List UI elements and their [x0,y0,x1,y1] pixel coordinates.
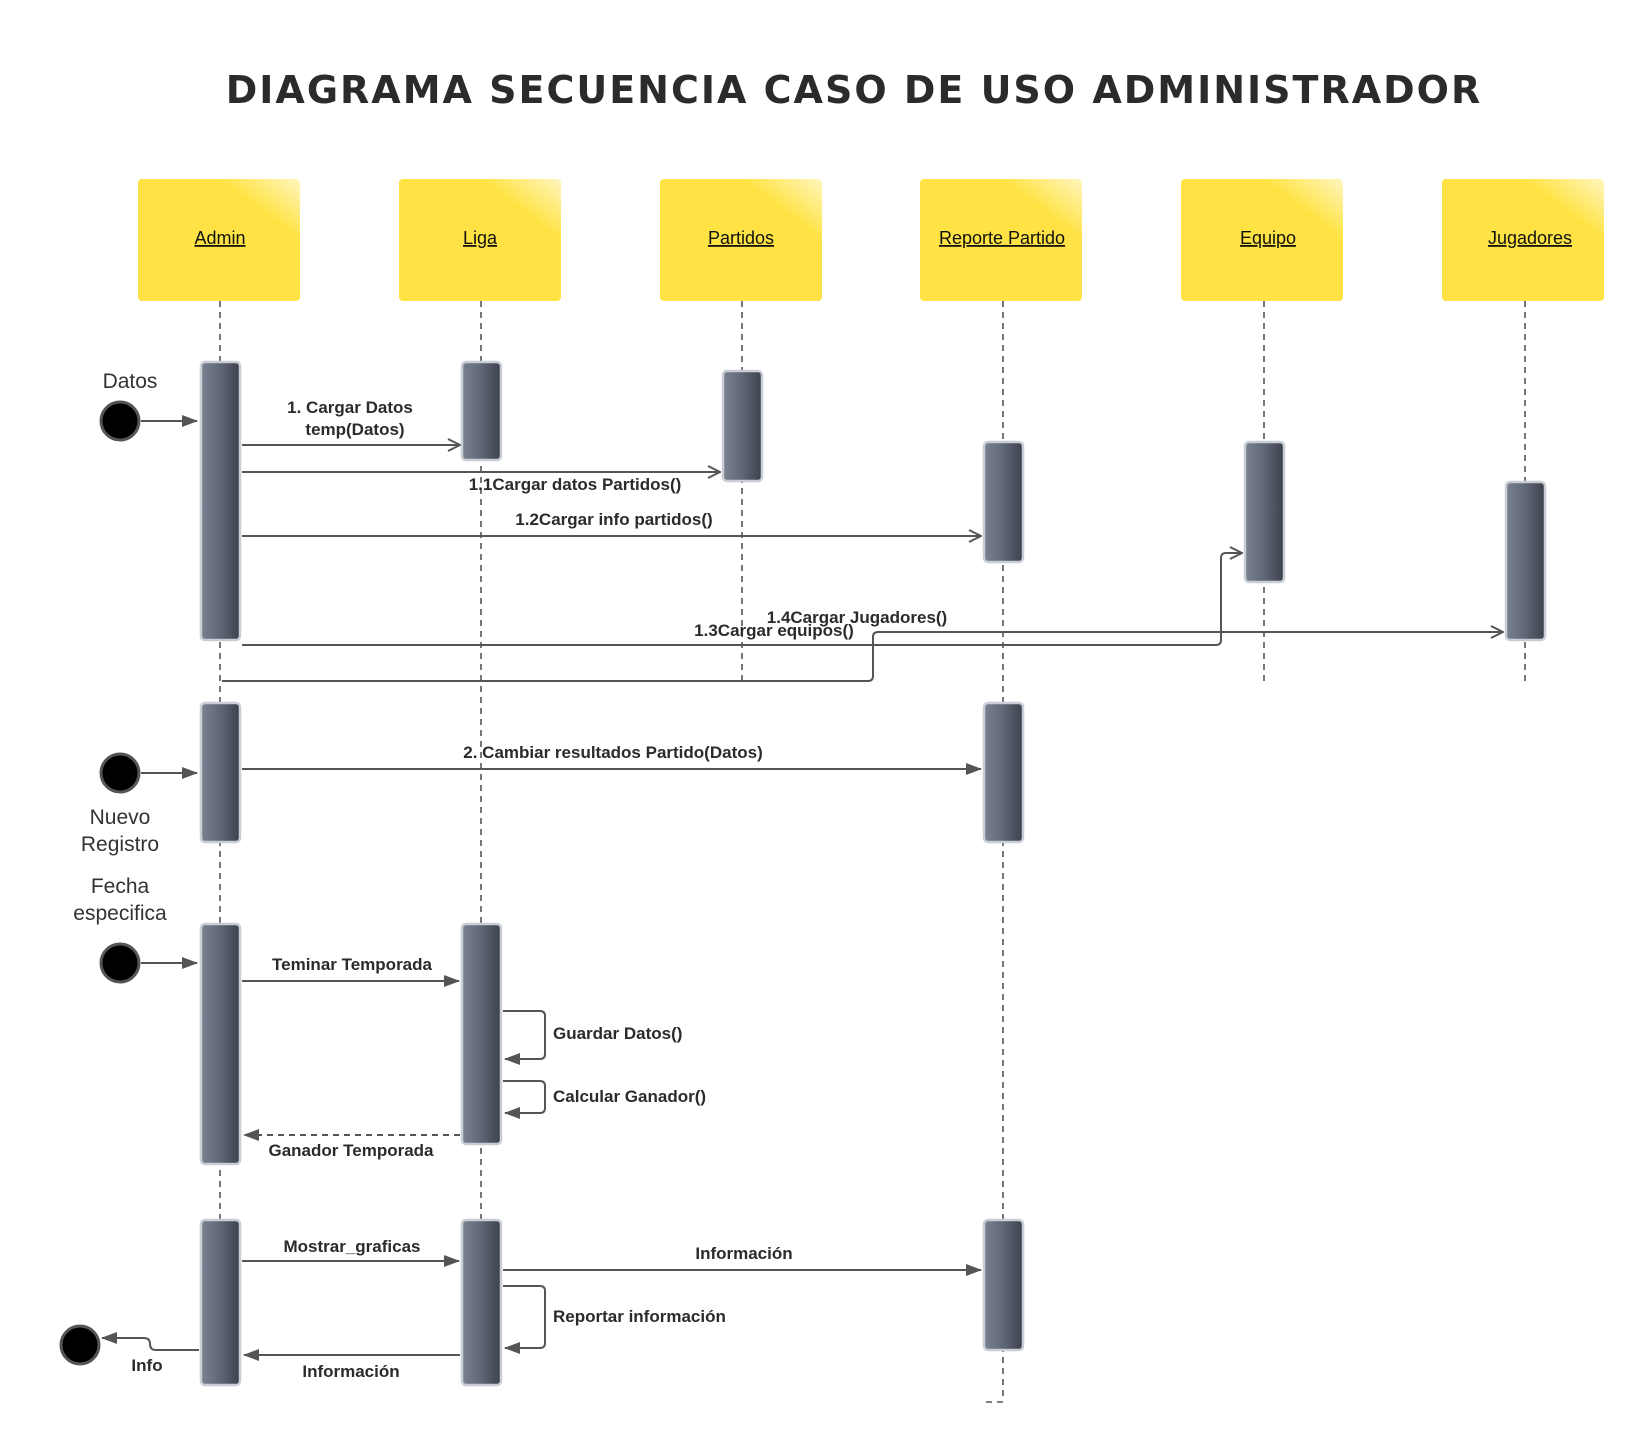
lifeline-reporte-partido: Reporte Partido [920,179,1082,301]
annotation-especifica: especifica [73,902,167,925]
lifeline-label-liga: Liga [463,228,498,248]
activation-admin-1 [199,360,242,642]
arrow-msg-9-self [503,1285,546,1354]
end-node-info [59,1324,101,1366]
arrow-end-info [101,1332,199,1351]
activation-reporte-1 [982,440,1025,564]
activation-reporte-4 [982,1218,1025,1352]
arrow-msg-1-3 [242,553,1242,646]
arrow-msg-5-self [503,1080,546,1119]
label-msg-1-line1: 1. Cargar Datos [287,398,413,417]
label-msg-4: Guardar Datos() [553,1024,682,1043]
activation-liga-3 [460,922,503,1146]
label-msg-2: 2. Cambiar resultados Partido(Datos) [463,743,762,762]
label-msg-5: Calcular Ganador() [553,1087,706,1106]
lifeline-liga: Liga [399,179,561,301]
label-msg-9: Reportar información [553,1307,726,1326]
activation-reporte-2 [982,701,1025,844]
start-node-datos [99,400,141,442]
annotation-info: Info [131,1356,162,1375]
activation-liga-1 [460,360,503,462]
lifeline-admin: Admin [138,179,300,301]
annotation-registro: Registro [81,833,159,856]
label-msg-7: Mostrar_graficas [283,1237,420,1256]
label-msg-1-line2: temp(Datos) [305,420,404,439]
lifeline-partidos: Partidos [660,179,822,301]
label-msg-1-3: 1.3Cargar equipos() [694,621,854,640]
lifeline-label-admin: Admin [194,228,245,248]
activation-admin-4 [199,1218,242,1387]
diagram-title: DIAGRAMA SECUENCIA CASO DE USO ADMINISTR… [226,68,1483,112]
label-msg-10: Información [302,1362,399,1381]
label-msg-8: Información [695,1244,792,1263]
annotation-datos: Datos [103,370,158,393]
lifeline-label-jugadores: Jugadores [1488,228,1572,248]
activation-jugadores-1 [1504,480,1547,642]
activation-liga-4 [460,1218,503,1387]
arrow-msg-1-4 [222,632,1503,682]
lifeline-label-equipo: Equipo [1240,228,1296,248]
lifeline-equipo: Equipo [1181,179,1343,301]
activation-equipo-1 [1243,440,1286,584]
annotation-fecha: Fecha [91,875,150,898]
nodes [59,400,141,1366]
label-msg-6: Ganador Temporada [269,1141,435,1160]
label-msg-1-2: 1.2Cargar info partidos() [515,510,712,529]
annotation-nuevo: Nuevo [90,806,151,829]
start-node-nuevo-registro [99,752,141,794]
arrow-msg-4-self [503,1010,546,1065]
lifeline-label-partidos: Partidos [708,228,774,248]
activation-admin-3 [199,922,242,1166]
lifeline-label-reporte-partido: Reporte Partido [939,228,1065,248]
label-msg-3: Teminar Temporada [272,955,433,974]
activation-admin-2 [199,701,242,844]
activation-bars [199,360,1547,1387]
label-msg-1-4: 1.4Cargar Jugadores() [767,608,947,627]
start-node-fecha [99,942,141,984]
lifeline-jugadores: Jugadores [1442,179,1604,301]
label-msg-1-1: 1.1Cargar datos Partidos() [469,475,682,494]
activation-partidos-1 [721,369,764,483]
